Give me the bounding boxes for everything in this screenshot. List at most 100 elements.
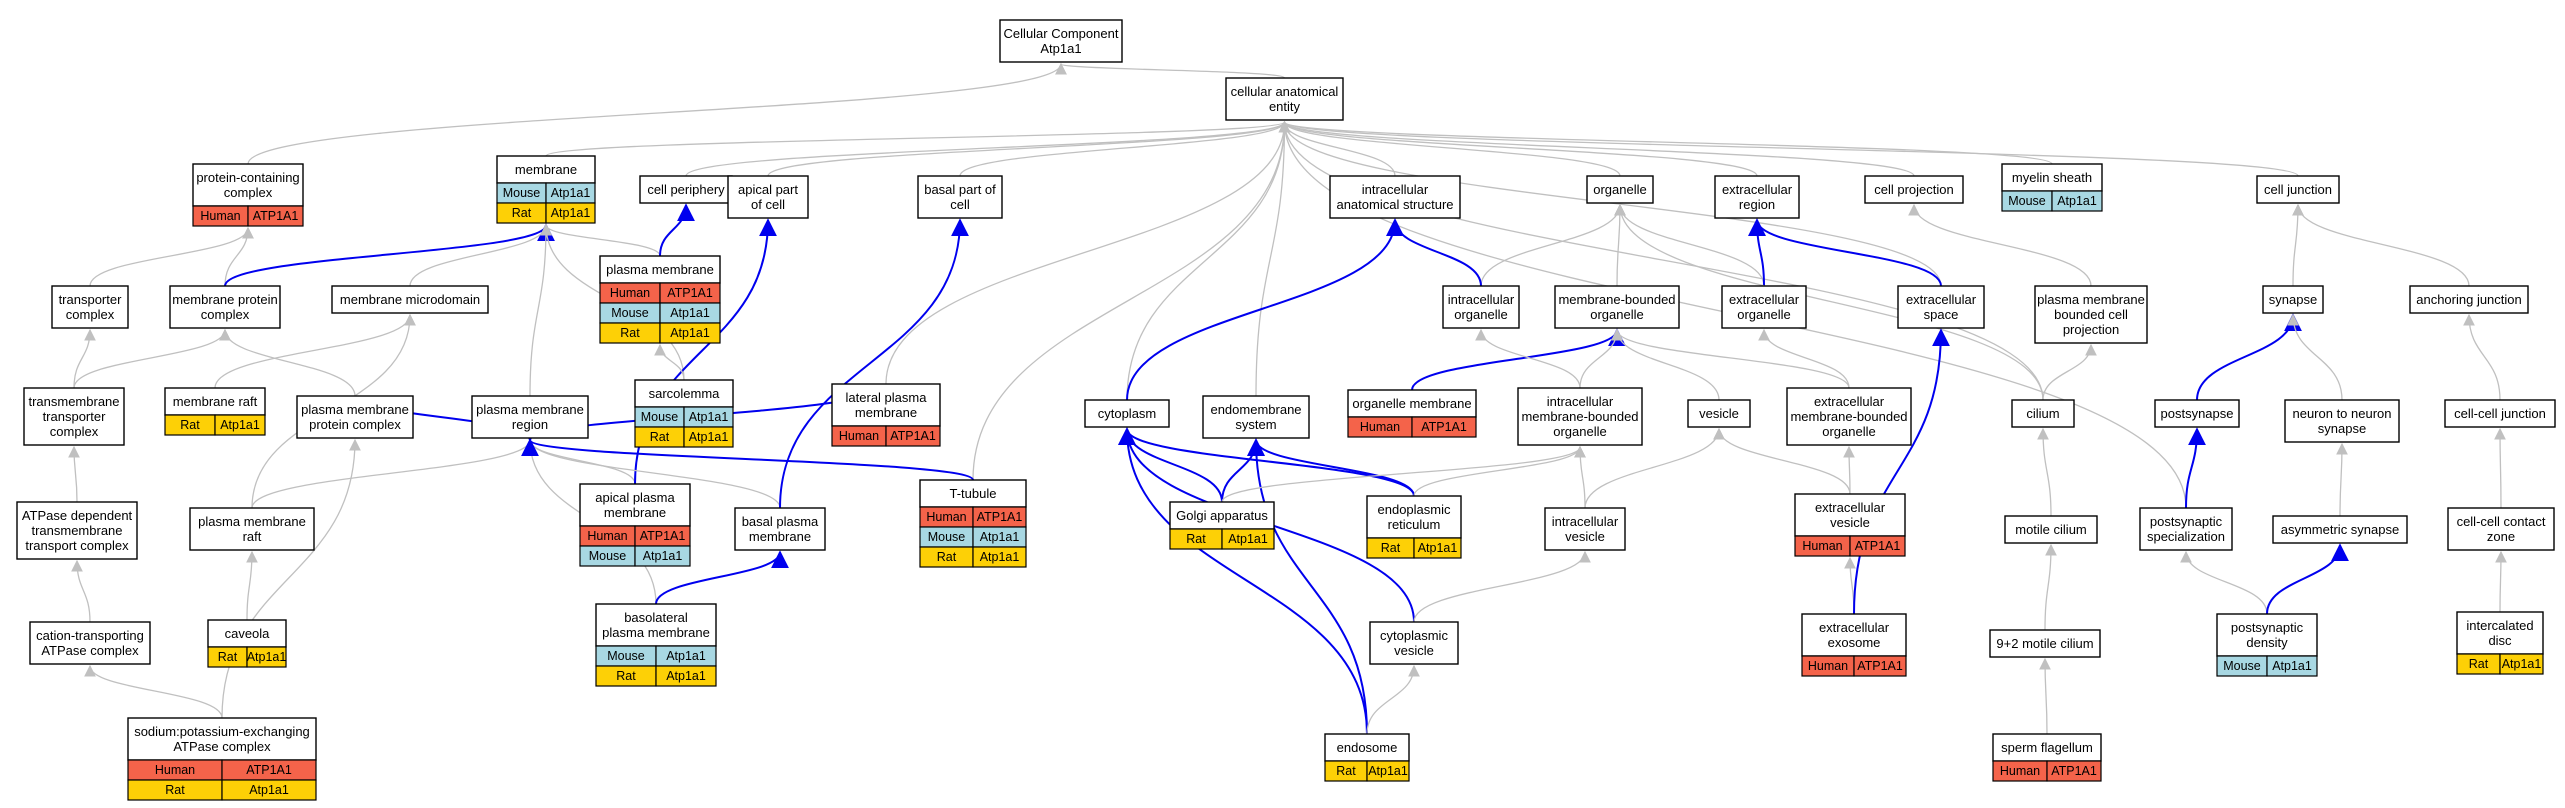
is-a-edge-pmr-mem <box>529 223 552 397</box>
is-a-edge-pcc-cc <box>247 62 1067 165</box>
term-node-as[interactable]: asymmetric synapse <box>2272 515 2408 544</box>
term-label: plasma membrane <box>476 402 584 417</box>
term-node-cproj[interactable]: cell projection <box>1864 175 1964 204</box>
term-label: cytoplasm <box>1098 406 1157 421</box>
term-node-mmd[interactable]: membrane microdomain <box>331 285 489 314</box>
term-node-ccj[interactable]: cell-cell junction <box>2444 399 2556 428</box>
term-label: Cellular Component <box>1004 26 1119 41</box>
is-a-edge-emb-exo <box>1758 328 1850 389</box>
is-a-edge-cv-iv <box>1413 550 1591 623</box>
is-a-edge-pmraft-pmr <box>251 438 536 509</box>
term-label: organelle membrane <box>1352 396 1471 411</box>
term-node-syn[interactable]: synapse <box>2262 285 2324 314</box>
term-label: vesicle <box>1699 406 1739 421</box>
term-label: membrane <box>855 405 917 420</box>
term-node-cp[interactable]: cell periphery <box>639 175 733 204</box>
term-node-aj[interactable]: anchoring junction <box>2409 285 2529 314</box>
part-of-edge-er-ems <box>1247 438 1415 497</box>
is-a-edge-nns-syn <box>2287 313 2343 401</box>
term-node-org[interactable]: organelle <box>1586 175 1654 204</box>
gene-symbol: Atp1a1 <box>1368 764 1408 778</box>
term-node-cj[interactable]: cell junction <box>2256 175 2340 204</box>
term-node-mc[interactable]: motile cilium <box>2004 515 2098 544</box>
term-label: endoplasmic <box>1378 502 1451 517</box>
is-a-edge-pmbcp-cproj <box>1908 203 2092 287</box>
is-a-edge-ttc-mpc <box>73 328 231 389</box>
term-label: membrane <box>604 505 666 520</box>
gene-cell <box>2499 653 2544 675</box>
gene-cell <box>634 545 691 567</box>
term-label: projection <box>2063 322 2119 337</box>
is-a-edge-emb-mbo <box>1611 328 1850 389</box>
term-label: T-tubule <box>950 486 997 501</box>
term-node-m92[interactable]: 9+2 motile cilium <box>1989 629 2101 658</box>
is-a-edge-ems-cae <box>1255 120 1291 397</box>
term-label: Atp1a1 <box>1040 41 1081 56</box>
term-box <box>29 621 151 665</box>
is-a-edge-cil-cae <box>1278 120 2044 401</box>
is-a-edge-ga-imbo <box>1221 445 1586 503</box>
term-label: transmembrane <box>31 523 122 538</box>
term-box <box>1202 395 1310 439</box>
term-node-ves[interactable]: vesicle <box>1687 399 1751 428</box>
is-a-edge-iv-ves <box>1584 427 1725 509</box>
gene-cell <box>247 205 304 227</box>
term-node-cil[interactable]: cilium <box>2011 399 2075 428</box>
term-label: postsynaptic <box>2231 620 2304 635</box>
term-node-psyn[interactable]: postsynapse <box>2154 399 2240 428</box>
part-of-edge-exs-exr <box>1748 218 1942 287</box>
gene-symbol: Atp1a1 <box>247 650 287 664</box>
term-box <box>2011 399 2075 428</box>
term-node-cyto[interactable]: cytoplasm <box>1084 399 1170 428</box>
